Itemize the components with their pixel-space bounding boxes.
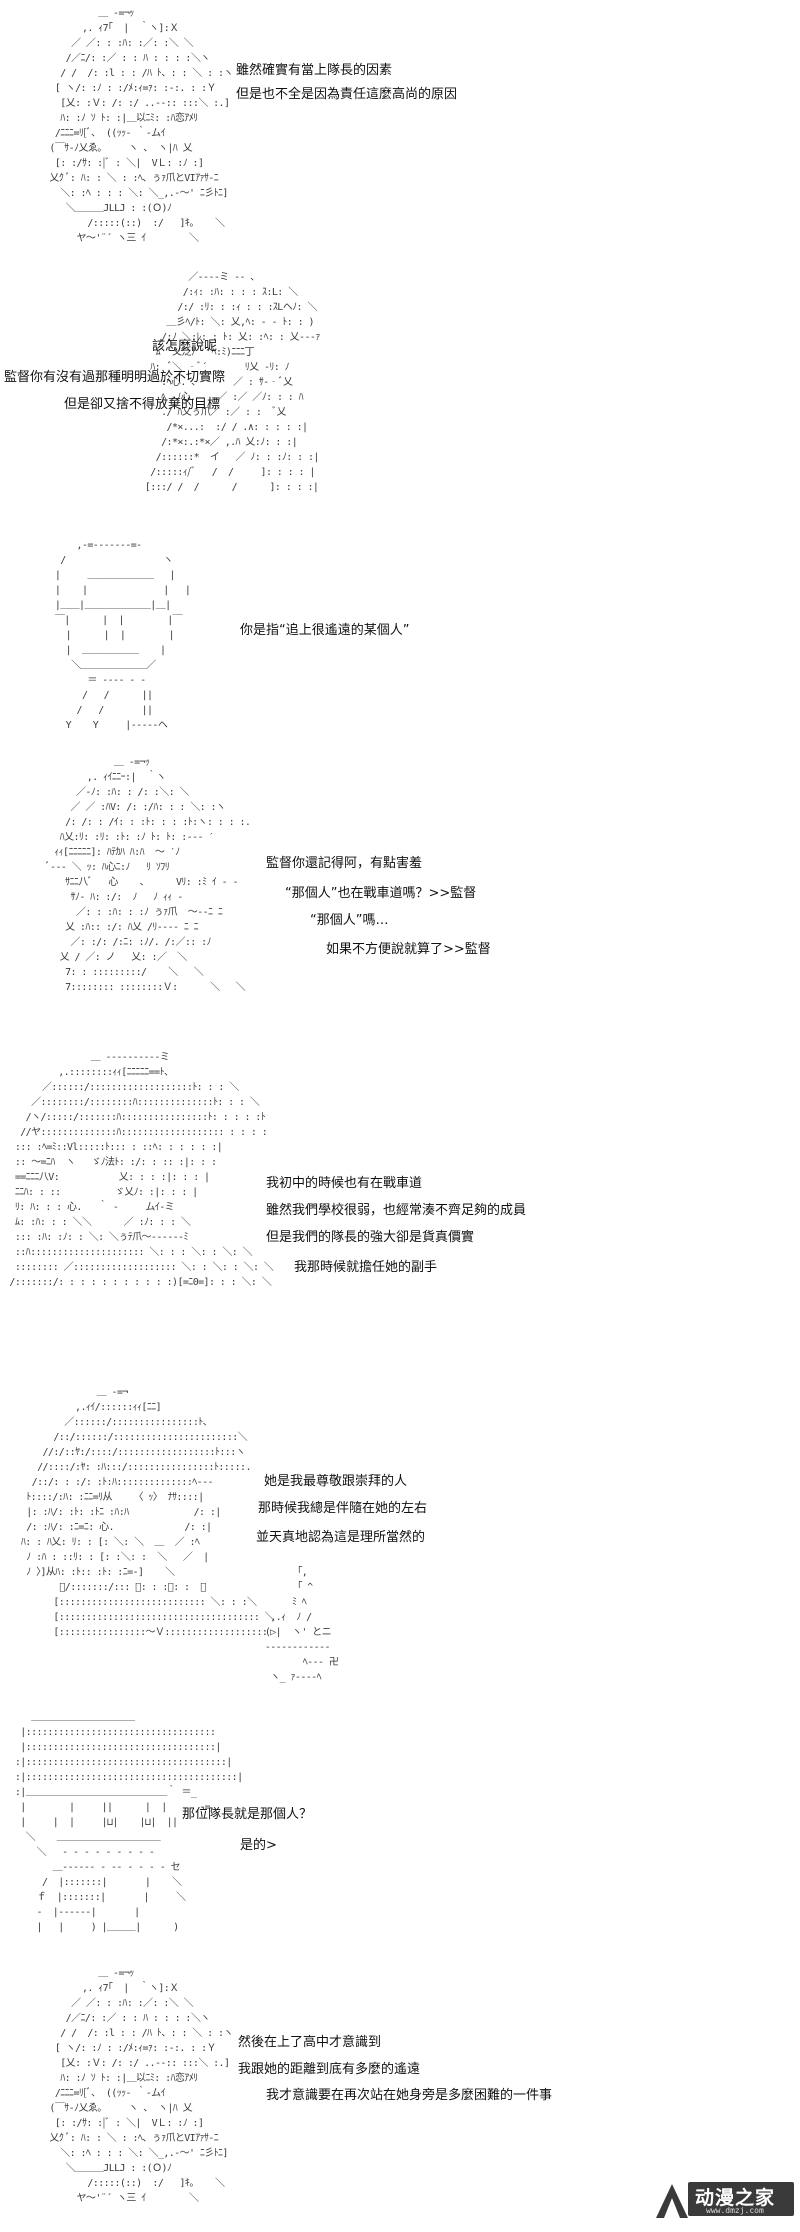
dialogue-line: 我才意識要在再次站在她身旁是多麼困難的一件事 bbox=[266, 2088, 553, 2103]
dialogue-line: 雖然確實有當上隊長的因素 bbox=[236, 63, 393, 78]
panel-2: ／‐‐‐‐ミ ‐‐ ､ /:ｨ: :ﾊ: : : : ｽ:L: ＼ /:/ :ﾘ… bbox=[0, 270, 800, 520]
watermark-title: 动漫之家 bbox=[695, 2187, 776, 2209]
watermark-box bbox=[688, 2182, 794, 2216]
ascii-art-character: ＿ -=¬ｯ ,. ｨ7｢ | ｀ヽ]:Ｘ ／ ／: : :ﾊ: :／: :＼ … bbox=[49, 1968, 233, 2204]
dialogue-line: 我初中的時候也有在戰車道 bbox=[266, 1176, 423, 1191]
dialogue-line: 並天真地認為這是理所當然的 bbox=[256, 1530, 426, 1545]
dialogue-line: 是的> bbox=[240, 1838, 277, 1853]
brand-mark-icon bbox=[656, 2184, 688, 2218]
dialogue-line: “那個人”也在戰車道嗎？>>監督 bbox=[285, 886, 477, 901]
dialogue-line: 雖然我們學校很弱，也經常湊不齊足夠的成員 bbox=[266, 1203, 527, 1218]
watermark-url: www.dmzj.com bbox=[706, 2206, 764, 2215]
dialogue-line: 她是我最尊敬跟崇拜的人 bbox=[264, 1474, 408, 1489]
ascii-art-character: ＿＿＿＿＿＿＿＿＿＿＿ |:::::::::::::::::::::::::::… bbox=[14, 1712, 243, 1933]
panel-8: ＿ -=¬ｯ ,. ｨ7｢ | ｀ヽ]:Ｘ ／ ／: : :ﾊ: :／: :＼ … bbox=[0, 1960, 800, 2232]
dialogue-line: 你是指“追上很遙遠的某個人” bbox=[240, 623, 410, 638]
dialogue-line: 如果不方便說就算了>>監督 bbox=[326, 942, 491, 957]
ascii-art-character: ＿ -=¬ｯ ,. ｨ7｢ | ｀ヽ]:Ｘ ／ ／: : :ﾊ: :／: :＼ … bbox=[49, 8, 233, 244]
dialogue-line: 然後在上了高中才意識到 bbox=[238, 2035, 382, 2050]
dialogue-line: 監督你還記得阿，有點害羞 bbox=[266, 856, 423, 871]
dialogue-line: 那時候我總是伴隨在她的左右 bbox=[258, 1501, 428, 1516]
dialogue-line: 監督你有沒有過那種明明過於不切實際 bbox=[4, 370, 226, 385]
dmzj-watermark-logo: 动漫之家 www.dmzj.com bbox=[648, 2172, 796, 2226]
ascii-art-figure: ｢, ｢ ^ ﾐ ﾍ ,.ｨ ﾉ / (▷| ヽ' とニ ‐‐‐‐‐‐‐‐‐‐‐… bbox=[264, 1567, 339, 1683]
dialogue-line: 那位隊長就是那個人？ bbox=[182, 1807, 313, 1822]
ascii-art-character: ＿ -=¬ ,.ｨｲ/::::::ｨｨ[ﾆﾆ] ／::::::/::::::::… bbox=[20, 1387, 275, 1638]
dialogue-line: “那個人”嗎… bbox=[310, 913, 389, 928]
ascii-art-character: ,-=‐‐‐‐‐‐‐=- / ヽ | ＿＿＿＿＿＿＿ | | | | | |＿＿… bbox=[54, 540, 191, 731]
panel-1: ＿ -=¬ｯ ,. ｨ7｢ | ｀ヽ]:Ｘ ／ ／: : :ﾊ: :／: :＼ … bbox=[0, 0, 800, 244]
dialogue-line: 我跟她的距離到底有多麼的遙遠 bbox=[238, 2062, 421, 2077]
panel-5: ＿ -‐‐‐‐‐‐‐‐‐ミ ,.::::::::ｨｨ[ﾆﾆﾆﾆﾆ==ﾄ、 ／::… bbox=[0, 1050, 800, 1350]
ascii-art-character: ＿ -=¬ｯ ,. ｨｲﾆﾆｰ:| ｀ヽ ／‐ﾉ: :ﾊ: : /: :＼: ＼… bbox=[43, 757, 251, 993]
ascii-art-character: ＿ -‐‐‐‐‐‐‐‐‐ミ ,.::::::::ｨｨ[ﾆﾆﾆﾆﾆ==ﾄ、 ／::… bbox=[9, 1052, 274, 1288]
dialogue-line: 但是卻又捨不得放棄的目標 bbox=[64, 397, 221, 412]
panel-6: ＿ -=¬ ,.ｨｲ/::::::ｨｨ[ﾆﾆ] ／::::::/::::::::… bbox=[0, 1385, 800, 1683]
panel-7: ＿＿＿＿＿＿＿＿＿＿＿ |:::::::::::::::::::::::::::… bbox=[0, 1710, 800, 1960]
dialogue-line: 但是也不全是因為責任這麼高尚的原因 bbox=[236, 87, 458, 102]
panel-4: ＿ -=¬ｯ ,. ｨｲﾆﾆｰ:| ｀ヽ ／‐ﾉ: :ﾊ: : /: :＼: ＼… bbox=[0, 755, 800, 1045]
dialogue-line: 我那時候就擔任她的副手 bbox=[294, 1260, 438, 1275]
panel-3: ,-=‐‐‐‐‐‐‐=- / ヽ | ＿＿＿＿＿＿＿ | | | | | |＿＿… bbox=[0, 530, 800, 740]
ascii-art-character: ／‐‐‐‐ミ ‐‐ ､ /:ｨ: :ﾊ: : : : ｽ:L: ＼ /:/ :ﾘ… bbox=[144, 272, 320, 493]
dialogue-line: 但是我們的隊長的強大卻是貨真價實 bbox=[266, 1230, 475, 1245]
dialogue-line: 該怎麼說呢 bbox=[152, 339, 218, 354]
